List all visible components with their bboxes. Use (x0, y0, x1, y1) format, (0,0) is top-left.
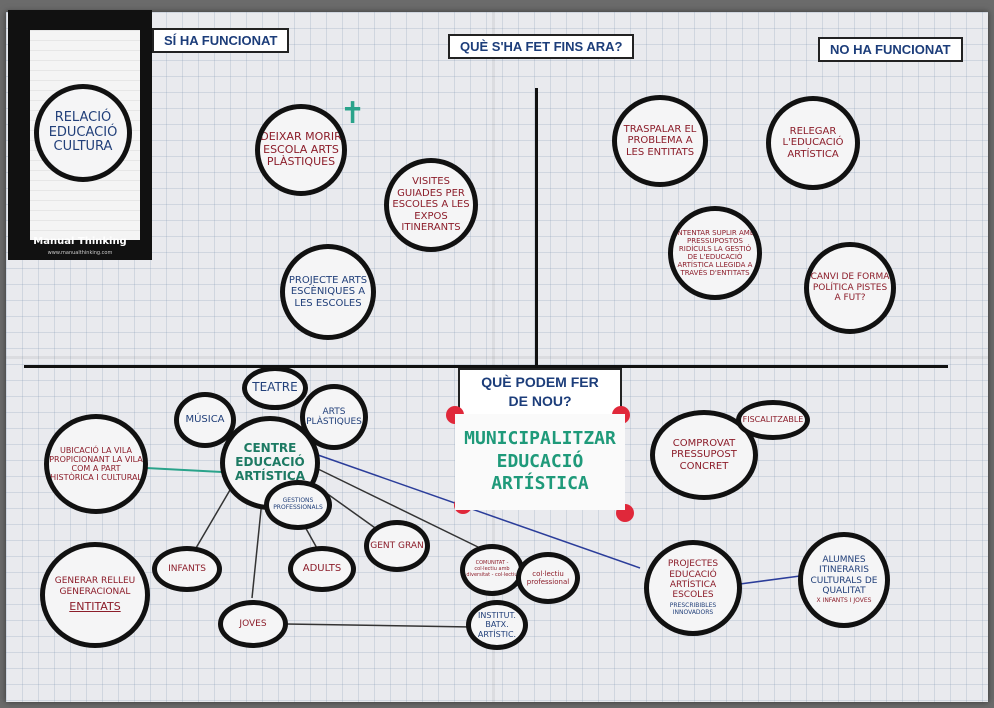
horizontal-axis-line (24, 365, 948, 368)
circle-text: GESTIONS PROFESSIONALS (273, 497, 323, 511)
circle-comunitat: COMUNITAT - col·lectiu amb diversitat - … (460, 544, 524, 596)
circle-gent-gran: GENT GRAN (364, 520, 430, 572)
circle-text: RELEGAR L'EDUCACIÓ ARTÍSTICA (782, 125, 844, 160)
card-circle-relacio: RELACIÓ EDUCACIÓ CULTURA (34, 84, 132, 182)
circle-col-professional: col·lectiu professional (516, 552, 580, 604)
circle-text: CENTRE EDUCACIÓ ARTÍSTICA (234, 441, 306, 483)
circle-ubicacio: UBICACIÓ LA VILA PROPICIONANT LA VILA CO… (44, 414, 148, 514)
circle-teatre: TEATRE (242, 366, 308, 410)
municipalitzar-text: MUNICIPALITZAR EDUCACIÓ ARTÍSTICA (464, 428, 616, 495)
circle-visites-guiades: VISITES GUIADES PER ESCOLES A LES EXPOS … (384, 158, 478, 252)
circle-deixar-morir: DEIXAR MORIR ESCOLA ARTS PLÀSTIQUES (255, 104, 347, 196)
circle-text: JOVES (239, 618, 267, 629)
circle-text: UBICACIÓ LA VILA PROPICIONANT LA VILA CO… (49, 445, 143, 483)
circle-text: FISCALITZABLE (742, 415, 804, 425)
circle-adults: ADULTS (288, 546, 356, 592)
circle-text: VISITES GUIADES PER ESCOLES A LES EXPOS … (392, 176, 470, 234)
circle-professionals: GESTIONS PROFESSIONALS (264, 480, 332, 530)
circle-musica: MÚSICA (174, 392, 236, 448)
connector-line (145, 467, 223, 473)
circle-subtext: X INFANTS I JOVES (816, 597, 872, 605)
circle-text: INTENTAR SUPLIR AMB PRESSUPOSTOS RIDÍCUL… (675, 228, 755, 278)
circle-generar-relleu: GENERAR RELLEU GENERACIONAL ENTITATS (40, 542, 150, 648)
circle-text: GENT GRAN (370, 540, 424, 551)
circle-text: DEIXAR MORIR ESCOLA ARTS PLÀSTIQUES (260, 130, 342, 169)
circle-fiscalitzable: FISCALITZABLE (736, 400, 810, 440)
circle-text: CANVI DE FORMA POLÍTICA PISTES A FUT? (810, 272, 890, 304)
municipalitzar-note: MUNICIPALITZAR EDUCACIÓ ARTÍSTICA (455, 414, 625, 510)
paper-fold (492, 12, 495, 702)
header-worked: SÍ HA FUNCIONAT (152, 28, 290, 53)
circle-infants: INFANTS (152, 546, 222, 592)
vertical-axis-line (535, 88, 538, 368)
connector-line (285, 623, 473, 628)
connector-line (739, 575, 801, 585)
circle-text: GENERAR RELLEU GENERACIONAL (54, 576, 136, 597)
connector-line (317, 454, 641, 569)
circle-projecte-arts: PROJECTE ARTS ESCÈNIQUES A LES ESCOLES (280, 244, 376, 340)
circle-text-entitats: ENTITATS (69, 600, 121, 614)
circle-text: col·lectiu professional (526, 569, 570, 586)
circle-text: ARTS PLÀSTIQUES (306, 406, 362, 427)
circle-intentar-suplir: INTENTAR SUPLIR AMB PRESSUPOSTOS RIDÍCUL… (668, 206, 762, 300)
circle-text: INSTITUT. BATX. ARTÍSTIC. (477, 611, 517, 639)
circle-projectes: PROJECTES EDUCACIÓ ARTÍSTICA ESCOLES PRE… (644, 540, 742, 636)
circle-text: TRASPALAR EL PROBLEMA A LES ENTITATS (623, 123, 697, 158)
circle-institut: INSTITUT. BATX. ARTÍSTIC. (466, 600, 528, 650)
circle-text: ALUMNES ITINERARIS CULTURALS DE QUALITAT (810, 554, 878, 596)
connector-line (195, 489, 231, 549)
circle-text: COMUNITAT - col·lectiu amb diversitat - … (466, 560, 518, 578)
circle-joves: JOVES (218, 600, 288, 648)
card-circle-text: RELACIÓ EDUCACIÓ CULTURA (48, 109, 118, 155)
circle-traspalar: TRASPALAR EL PROBLEMA A LES ENTITATS (612, 95, 708, 187)
brand-name: Manual Thinking (33, 236, 127, 247)
header-not-worked: NO HA FUNCIONAT (818, 37, 963, 62)
circle-text: ADULTS (302, 563, 342, 575)
connector-line (315, 467, 481, 549)
circle-text: TEATRE (252, 380, 298, 395)
circle-text: PROJECTE ARTS ESCÈNIQUES A LES ESCOLES (288, 274, 368, 309)
circle-relegar: RELEGAR L'EDUCACIÓ ARTÍSTICA (766, 96, 860, 190)
paper-fold (6, 356, 988, 359)
circle-text: MÚSICA (185, 414, 225, 426)
circle-subtext: PRESCRIBIBLES INNOVADORS (669, 601, 717, 616)
circle-alumnes: ALUMNES ITINERARIS CULTURALS DE QUALITAT… (798, 532, 890, 628)
circle-text: PROJECTES EDUCACIÓ ARTÍSTICA ESCOLES (667, 559, 719, 601)
circle-canvi-forma: CANVI DE FORMA POLÍTICA PISTES A FUT? (804, 242, 896, 334)
cross-mark: ✝ (340, 96, 366, 131)
circle-text: COMPROVAT PRESSUPOST CONCRET (671, 437, 737, 472)
circle-text: INFANTS (168, 563, 206, 574)
header-done: QUÈ S'HA FET FINS ARA? (448, 34, 635, 59)
brand-url: www.manualthinking.com (47, 250, 113, 256)
connector-line (251, 499, 263, 599)
